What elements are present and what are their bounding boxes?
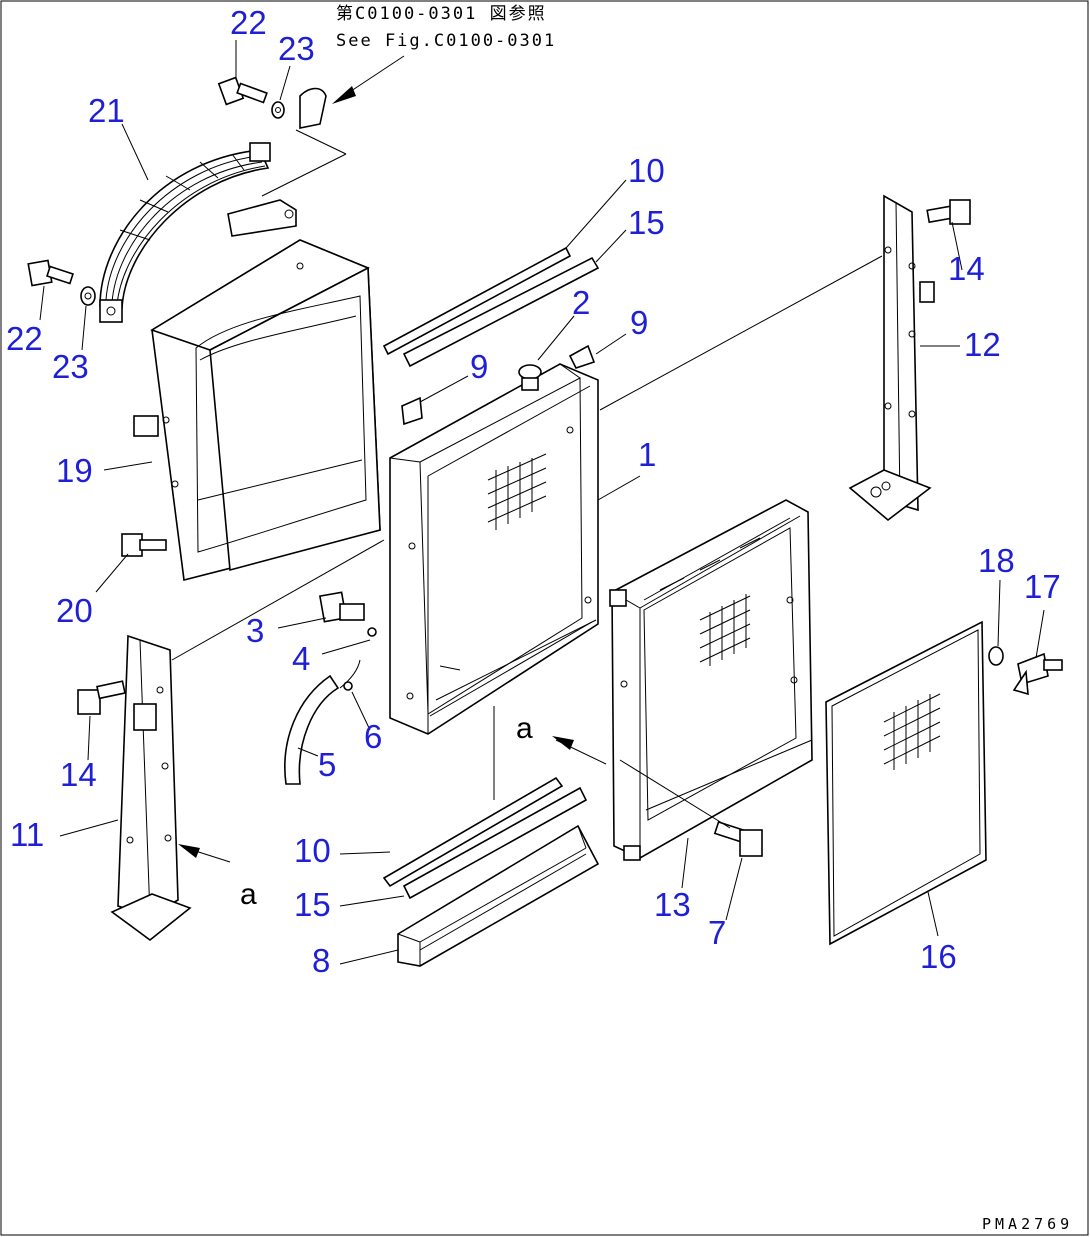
callout-9-right: 9 xyxy=(630,304,648,341)
callout-10-bottom: 10 xyxy=(294,832,331,869)
bolt-7 xyxy=(713,820,763,857)
callout-19: 19 xyxy=(56,452,93,489)
pad-left xyxy=(401,396,423,426)
bolt-20 xyxy=(121,533,167,557)
callout-12: 12 xyxy=(964,326,1001,363)
callout-14-right: 14 xyxy=(948,250,985,287)
callout-22-top: 22 xyxy=(230,4,267,41)
callout-13: 13 xyxy=(654,886,691,923)
radiator-grid xyxy=(487,453,547,530)
callout-9-left: 9 xyxy=(470,348,488,385)
screen-part xyxy=(825,620,987,946)
screen-grid xyxy=(883,693,941,770)
reference-note-jp: 第C0100-0301 図参照 xyxy=(336,4,547,24)
view-marker-a-left: a xyxy=(240,878,257,911)
right-bracket-part xyxy=(848,194,935,522)
reference-note-en: See Fig.C0100-0301 xyxy=(336,31,556,51)
callout-22-left: 22 xyxy=(6,320,43,357)
callout-7: 7 xyxy=(708,914,726,951)
callout-23-left: 23 xyxy=(52,348,89,385)
washer-18 xyxy=(988,646,1004,666)
left-bracket-part xyxy=(110,634,192,942)
seal-bottom xyxy=(382,776,588,900)
callout-18: 18 xyxy=(978,542,1015,579)
drawing-code: PMA2769 xyxy=(982,1215,1073,1233)
callout-15-bottom: 15 xyxy=(294,886,331,923)
callout-1: 1 xyxy=(638,436,656,473)
seal-top xyxy=(382,246,600,368)
hose-part xyxy=(284,659,361,785)
callout-20: 20 xyxy=(56,592,93,629)
callout-17: 17 xyxy=(1024,568,1061,605)
callout-5: 5 xyxy=(318,746,336,783)
callout-6: 6 xyxy=(364,718,382,755)
callout-16: 16 xyxy=(920,938,957,975)
callout-15-top: 15 xyxy=(628,204,665,241)
oil-cooler-frame xyxy=(609,499,813,861)
fan-shroud-part xyxy=(133,239,381,581)
callout-3: 3 xyxy=(246,612,264,649)
drain-valve xyxy=(318,591,377,637)
fan-guard-part xyxy=(99,142,297,323)
view-marker-a-center: a xyxy=(516,712,533,745)
pad-right xyxy=(568,344,596,369)
callout-2: 2 xyxy=(572,284,590,321)
oil-cooler-grid xyxy=(699,594,751,666)
callout-23-top: 23 xyxy=(278,30,315,67)
bolt-top xyxy=(217,76,285,119)
callout-labels: 22 23 21 10 15 14 2 9 12 22 23 9 1 19 18… xyxy=(6,4,1061,979)
callout-11: 11 xyxy=(10,816,44,853)
leader-lines xyxy=(39,40,1045,965)
radiator-core-part xyxy=(389,363,599,735)
cover-bottom xyxy=(397,824,600,967)
callout-10-top: 10 xyxy=(628,152,665,189)
callout-14-left: 14 xyxy=(60,756,97,793)
wing-bolt-17 xyxy=(1012,652,1063,696)
bolt-14-left xyxy=(77,680,126,715)
clamp-part xyxy=(261,87,347,197)
bolt-14-right xyxy=(926,199,971,225)
bolt-left xyxy=(27,259,96,306)
callout-4: 4 xyxy=(292,640,310,677)
callout-8: 8 xyxy=(312,942,330,979)
callout-21: 21 xyxy=(88,92,125,129)
